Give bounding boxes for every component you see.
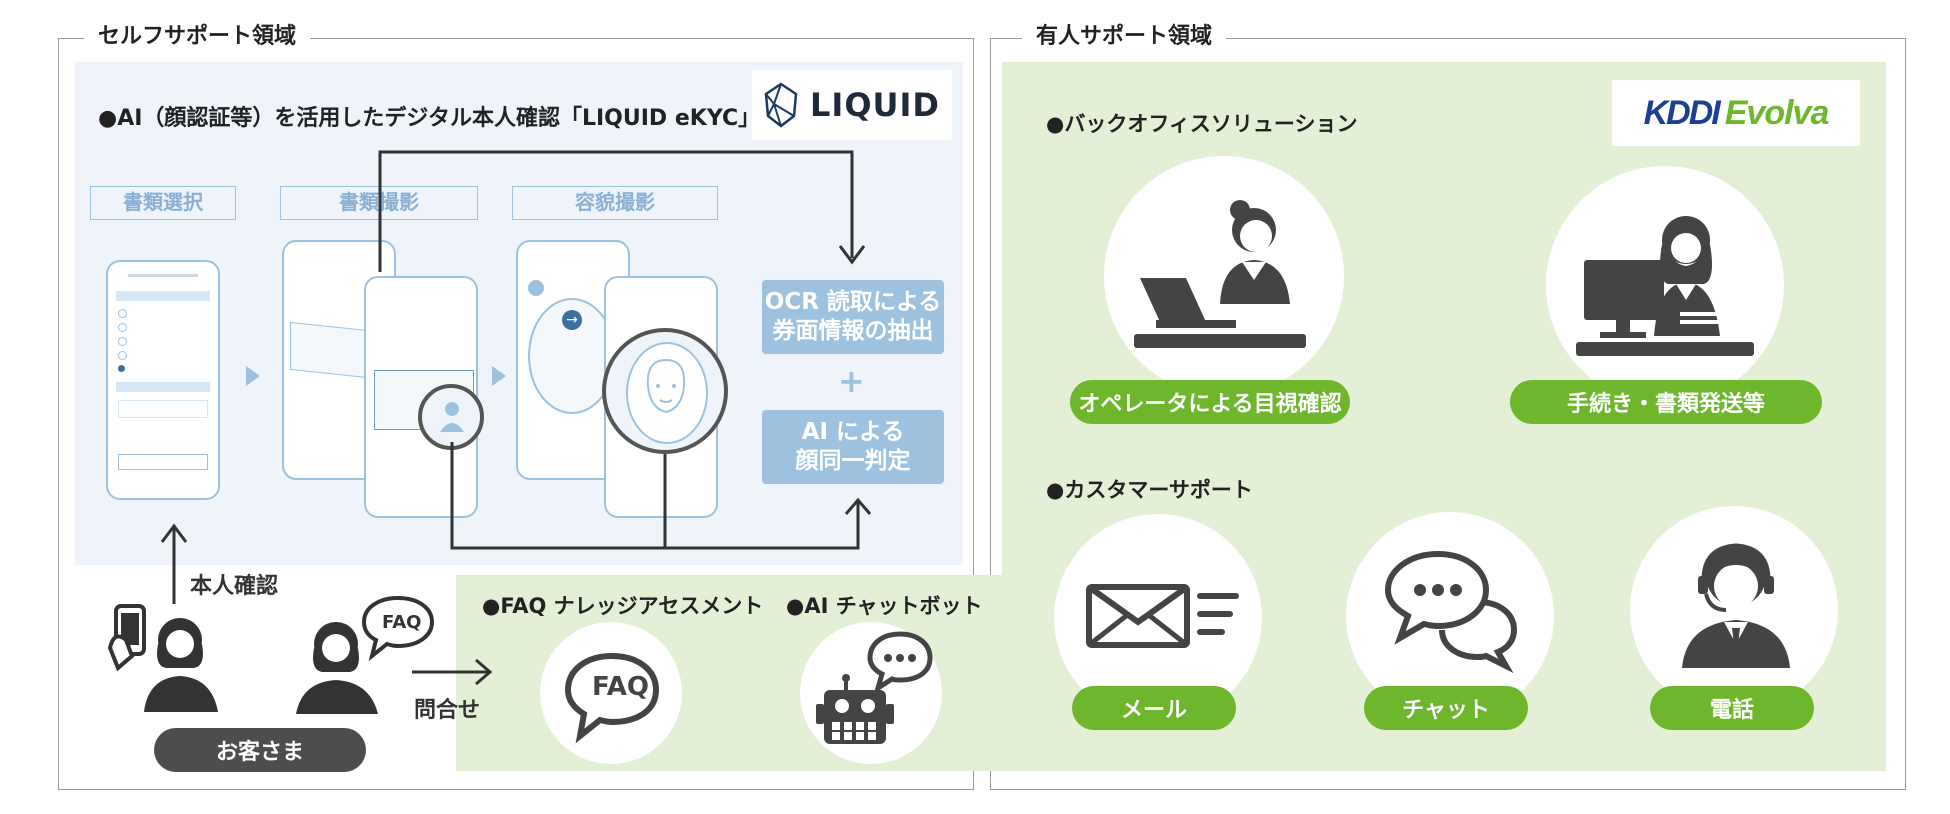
- step-arrow-1: [246, 366, 260, 386]
- identity-verification-label: 本人確認: [190, 574, 279, 599]
- ocr-extraction-box: OCR 読取による 券面情報の抽出: [762, 280, 944, 354]
- faq-speech-bubble-icon: [361, 595, 435, 662]
- procedure-desktop-icon: [1576, 216, 1754, 356]
- mail-icon: [1086, 584, 1239, 648]
- id-photo-magnifier: [418, 384, 484, 450]
- staffed-support-title: 有人サポート領域: [1022, 22, 1227, 52]
- staffed-support-frame: [990, 38, 1906, 790]
- operator-laptop-icon: [1134, 200, 1306, 348]
- liquid-logo-text: LIQUID: [810, 86, 940, 124]
- phone-pill: 電話: [1650, 686, 1814, 730]
- step-face-capture: 容貌撮影: [512, 186, 718, 220]
- kddi-evolva-logo: KDDI Evolva: [1612, 80, 1860, 146]
- liquid-heading: ●AI（顔認証等）を活用したデジタル本人確認「LIQUID eKYC」: [98, 106, 761, 131]
- inquiry-label: 問合せ: [414, 698, 481, 723]
- phone-circle: [1630, 506, 1838, 714]
- step-arrow-2: [492, 366, 506, 386]
- faq-icon-text: FAQ: [592, 672, 650, 702]
- evolva-logo-text: Evolva: [1724, 93, 1830, 132]
- faq-bubble-text: FAQ: [382, 612, 422, 633]
- customer-support-heading: ●カスタマーサポート: [1046, 478, 1253, 502]
- faq-heading: ●FAQ ナレッジアセスメント: [482, 594, 764, 618]
- operator-visual-check-pill: オペレータによる目視確認: [1070, 380, 1350, 424]
- id-photo-person-icon: [440, 402, 464, 432]
- liquid-logo: LIQUID: [752, 70, 952, 140]
- face-icon: [646, 358, 686, 414]
- customer-pill: お客さま: [154, 728, 366, 772]
- ai-face-match-box: AI による 顔同一判定: [762, 410, 944, 484]
- backoffice-heading: ●バックオフィスソリューション: [1046, 112, 1358, 136]
- operator-circle: [1104, 156, 1344, 396]
- phone-document-select: [106, 260, 220, 500]
- chat-icon: [1384, 550, 1518, 674]
- chat-pill: チャット: [1364, 686, 1528, 730]
- faq-icon: [564, 652, 660, 744]
- plus-sign: +: [838, 362, 865, 400]
- face-magnifier: [602, 328, 728, 454]
- call-center-agent-icon: [1682, 543, 1790, 668]
- step-document-select: 書類選択: [90, 186, 236, 220]
- self-support-title: セルフサポート領域: [84, 22, 311, 52]
- robot-icon: [816, 631, 933, 744]
- procedure-pill: 手続き・書類発送等: [1510, 380, 1822, 424]
- chatbot-heading: ●AI チャットボット: [786, 594, 983, 618]
- kddi-logo-text: KDDI: [1643, 93, 1721, 132]
- liquid-logo-icon: [764, 82, 798, 128]
- customer-with-phone-icon: [107, 604, 218, 712]
- customer-inquiring-icon: [296, 622, 378, 714]
- mail-pill: メール: [1072, 686, 1236, 730]
- self-support-frame: [58, 38, 974, 790]
